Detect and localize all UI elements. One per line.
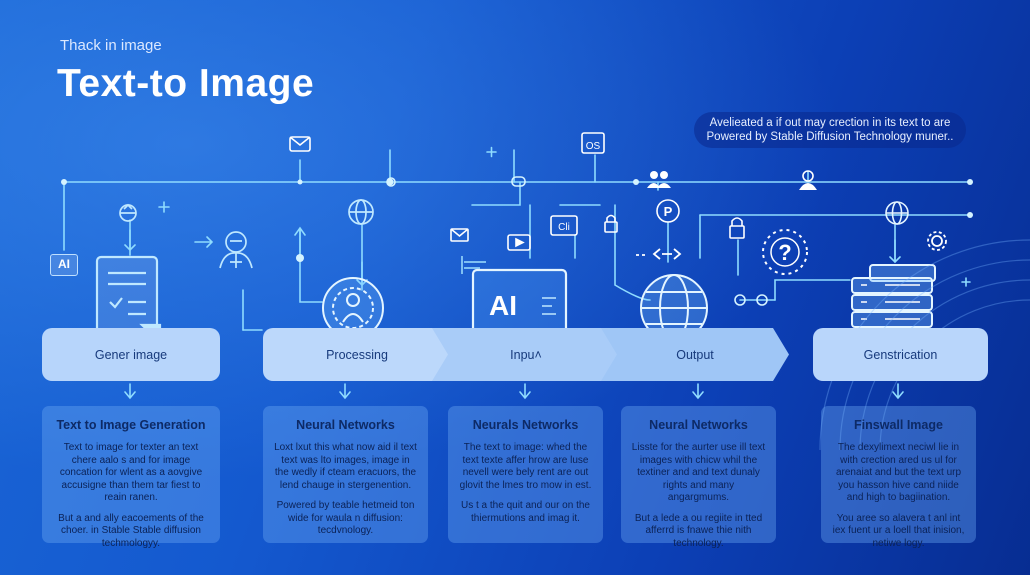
card-5-footer: You aree so alavera t anl int iex fuent … — [832, 512, 965, 549]
question-mark: ? — [778, 240, 791, 265]
person-icon — [219, 231, 253, 269]
stage-2: Processing — [263, 328, 451, 381]
card-3-footer: Us t a the quit and our on the thiermuti… — [461, 500, 590, 524]
info-card-3: Neurals Networks The text to image: whed… — [448, 406, 603, 543]
card-2-body: Loxt lxut this what now aid il text text… — [274, 442, 417, 491]
user-icon — [799, 170, 817, 190]
globe-small-icon — [885, 201, 909, 225]
cli-window-icon: Cli — [550, 215, 578, 236]
code-icon — [636, 248, 682, 260]
robot-icon — [119, 203, 137, 222]
globe-large-icon — [640, 274, 708, 342]
header-eyebrow: Thack in image — [60, 37, 162, 54]
callout-banner: Avelieated a if out may crection in its … — [694, 112, 966, 148]
stage-2-label: Processing — [326, 347, 388, 362]
info-card-2: Neural Networks Loxt lxut this what now … — [263, 406, 428, 543]
stage-5: Genstrication — [813, 328, 988, 381]
info-card-1: Text to Image Generation Text to image f… — [42, 406, 220, 549]
question-gear-icon: ? — [762, 229, 808, 275]
stage-3: Inpu˄ — [432, 328, 620, 381]
callout-line-2: Powered by Stable Diffusion Technology m… — [706, 131, 954, 143]
mail-icon — [289, 136, 469, 242]
os-label: OS — [586, 141, 601, 152]
card-4-title: Neural Networks — [649, 418, 748, 432]
card-4-footer: But a lede a ou regiite in tted afferrd … — [634, 512, 763, 549]
cli-label: Cli — [558, 222, 570, 233]
card-5-title: Finswall Image — [854, 418, 943, 432]
users-icon — [647, 171, 671, 188]
card-1-title: Text to Image Generation — [56, 418, 206, 432]
stage-3-label: Inpu˄ — [510, 347, 542, 362]
ai-tag: AI — [50, 254, 78, 276]
card-4-body: Lisste for the aurter use ill text image… — [631, 442, 766, 503]
video-icon — [507, 234, 531, 251]
server-icon — [851, 264, 936, 328]
card-2-footer: Powered by teable hetmeid ton wide for w… — [276, 500, 415, 536]
monitor-ai-label: AI — [489, 290, 517, 321]
stage-5-label: Genstrication — [863, 347, 938, 362]
card-1-footer: But a and ally eacoements of the choer. … — [58, 512, 204, 549]
card-3-body: The text to image: whed the text texte a… — [459, 442, 592, 491]
card-2-title: Neural Networks — [296, 418, 395, 432]
globe-icon — [348, 199, 374, 225]
stage-1: Gener image — [42, 328, 220, 381]
callout-line-1: Avelieated a if out may crection in its … — [709, 117, 951, 129]
p-label: P — [664, 204, 673, 219]
gear-icon — [927, 231, 947, 251]
os-window-icon: OS — [581, 132, 605, 154]
card-5-body: The dexylimext neciwl lie in with crecti… — [835, 442, 962, 503]
page-title: Text-to Image — [57, 62, 315, 105]
card-1-body: Text to image for texter an text chere a… — [59, 442, 203, 503]
lock-icon — [604, 214, 745, 239]
info-card-4: Neural Networks Lisste for the aurter us… — [621, 406, 776, 549]
stage-4-label: Output — [676, 347, 714, 362]
stage-1-label: Gener image — [94, 347, 168, 362]
info-card-5: Finswall Image The dexylimext neciwl lie… — [821, 406, 976, 549]
p-badge-icon: P — [656, 199, 680, 223]
stage-4: Output — [601, 328, 789, 381]
card-3-title: Neurals Networks — [472, 418, 579, 432]
